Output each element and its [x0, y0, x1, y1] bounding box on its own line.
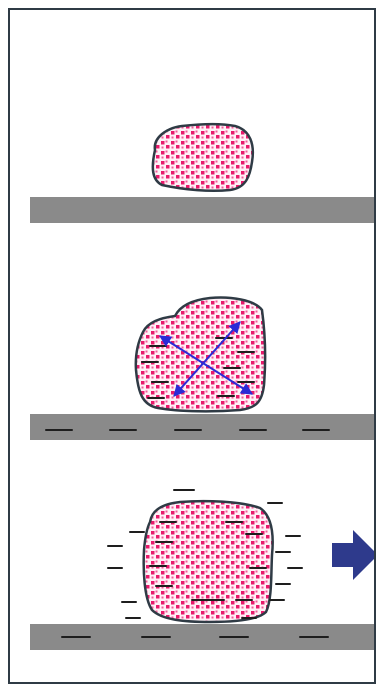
diagram-canvas: [30, 122, 374, 650]
expansion-arrow-diagonal-2: [173, 321, 241, 397]
right-arrow-icon: [332, 530, 374, 580]
stage-1: [30, 122, 374, 223]
expansion-arrows: [158, 321, 254, 397]
particle-detached: [142, 499, 274, 624]
diagram-frame: [8, 8, 376, 684]
particle-neutral: [151, 122, 254, 193]
repelled-charge-marks: [107, 489, 303, 619]
particle-charged-expanding: [134, 296, 267, 413]
stage-2: [30, 296, 374, 440]
stage-3: [30, 489, 374, 650]
surface-charged: [30, 414, 374, 440]
particle-inner-charge-marks: [149, 521, 267, 601]
surface-neutral: [30, 197, 374, 223]
